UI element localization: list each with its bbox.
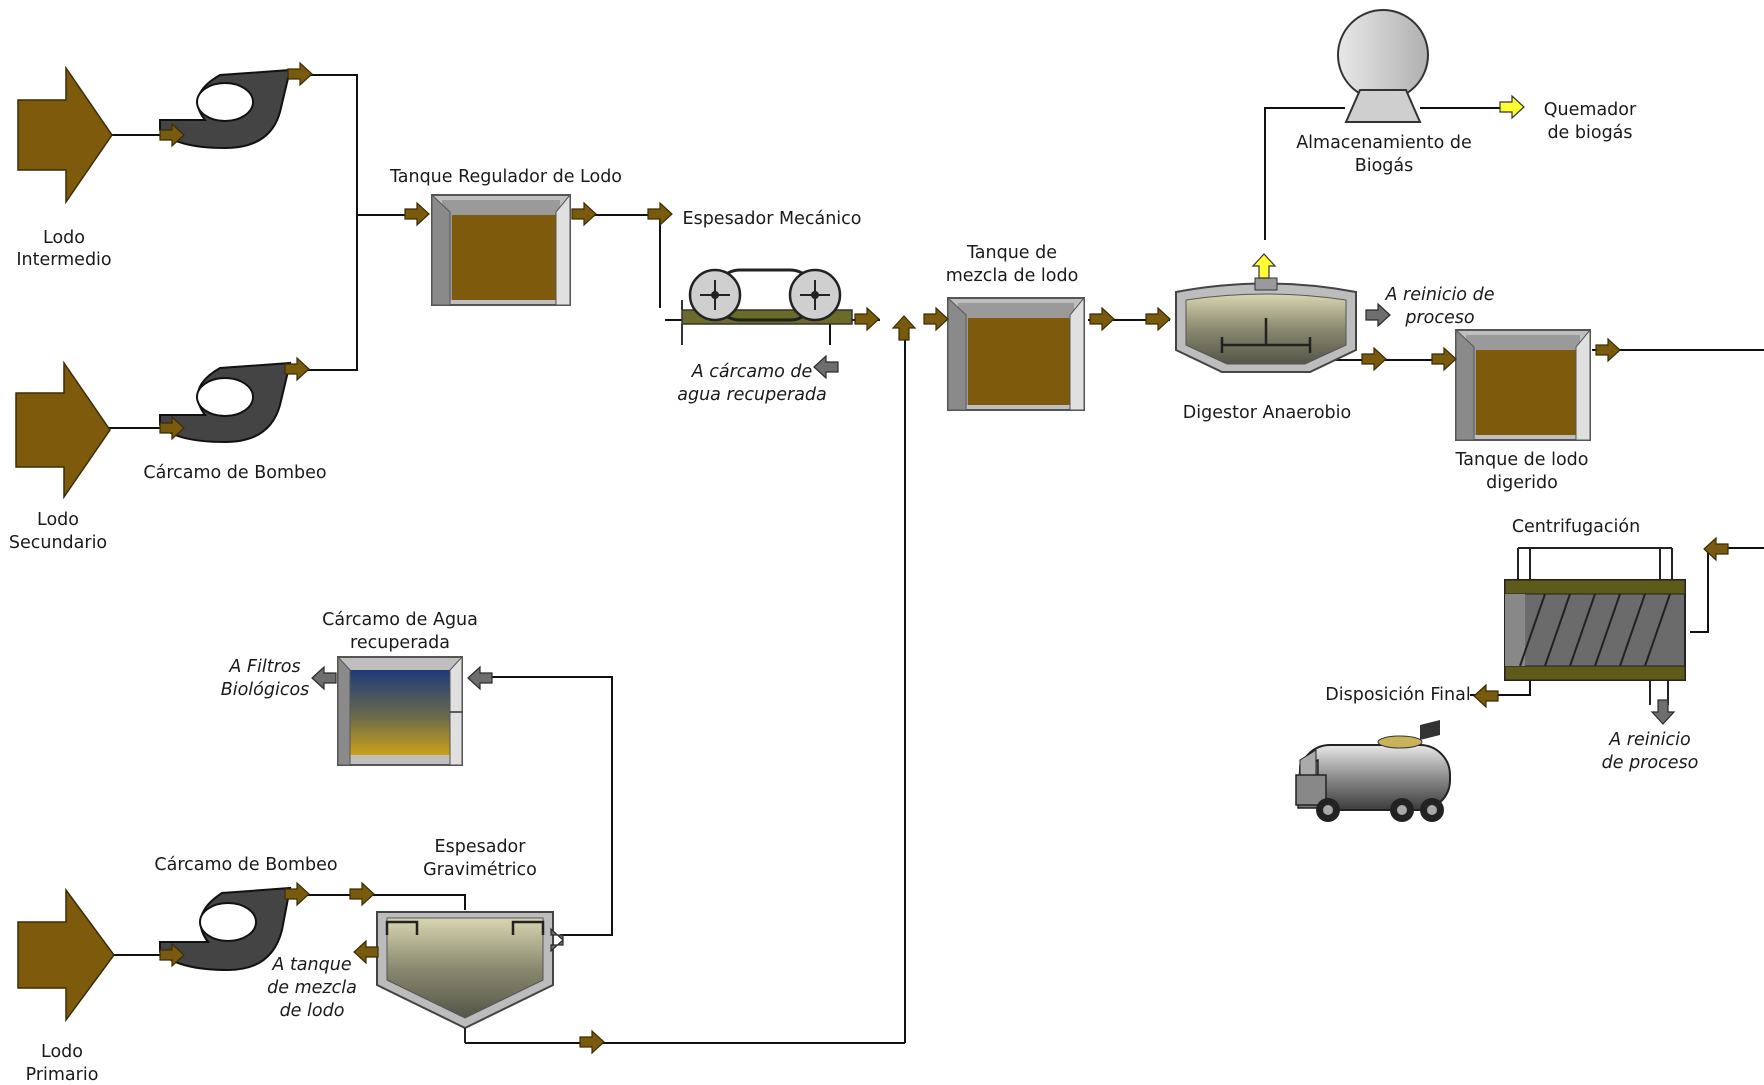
biogas-arrows bbox=[1251, 94, 1525, 279]
espesador-gravimetrico bbox=[376, 911, 554, 1043]
label-espesador-grav-2: Gravimétrico bbox=[423, 860, 537, 880]
label-a-reinicio-top-1: A reinicio de bbox=[1385, 285, 1495, 305]
label-almacenamiento-1: Almacenamiento de bbox=[1296, 133, 1472, 153]
label-almacenamiento-2: Biogás bbox=[1355, 156, 1414, 176]
digestor-anaerobio bbox=[1175, 277, 1357, 373]
label-espesador-mecanico: Espesador Mecánico bbox=[683, 209, 862, 229]
label-lodo-intermedio-2: Intermedio bbox=[16, 250, 111, 270]
almacenamiento-de-biogas bbox=[1337, 9, 1429, 123]
flow-arrows bbox=[159, 61, 1729, 1055]
label-tanque-mezcla-1: Tanque de bbox=[966, 243, 1057, 263]
label-quemador-2: de biogás bbox=[1547, 123, 1632, 143]
label-a-tanque-mezcla-3: de lodo bbox=[280, 1001, 345, 1021]
pump-secundario bbox=[159, 361, 292, 444]
label-a-filtros-1: A Filtros bbox=[228, 657, 300, 677]
label-disposicion-final: Disposición Final bbox=[1325, 685, 1470, 705]
label-centrifugacion: Centrifugación bbox=[1512, 517, 1640, 537]
label-tanque-regulador: Tanque Regulador de Lodo bbox=[389, 167, 622, 187]
label-quemador-1: Quemador bbox=[1544, 100, 1637, 120]
label-lodo-primario-1: Lodo bbox=[41, 1042, 83, 1062]
camion-cisterna bbox=[1295, 720, 1451, 822]
label-a-tanque-mezcla-1: A tanque bbox=[271, 955, 351, 975]
centrifugacion bbox=[1504, 547, 1686, 705]
label-carcamo-agua-2: recuperada bbox=[350, 633, 450, 653]
label-carcamo-bombeo-bottom: Cárcamo de Bombeo bbox=[154, 855, 337, 875]
pump-intermedio bbox=[159, 68, 292, 150]
label-carcamo-bombeo-top: Cárcamo de Bombeo bbox=[143, 463, 326, 483]
label-espesador-grav-1: Espesador bbox=[435, 837, 527, 857]
labels: Lodo Intermedio Lodo Secundario Lodo Pri… bbox=[9, 100, 1698, 1085]
label-a-filtros-2: Biológicos bbox=[221, 680, 310, 700]
label-a-reinicio-bottom-2: de proceso bbox=[1602, 753, 1699, 773]
label-lodo-primario-2: Primario bbox=[26, 1065, 99, 1085]
label-tanque-digerido-1: Tanque de lodo bbox=[1455, 450, 1589, 470]
label-tanque-digerido-2: digerido bbox=[1486, 473, 1558, 493]
grey-arrows bbox=[311, 302, 1676, 953]
label-a-carcamo-agua-1: A cárcamo de bbox=[691, 362, 813, 382]
tanque-regulador-de-lodo bbox=[431, 193, 571, 306]
label-a-carcamo-agua-2: agua recuperada bbox=[677, 385, 827, 405]
tanque-de-mezcla-de-lodo bbox=[947, 296, 1085, 411]
source-lodo-primario bbox=[17, 887, 115, 1023]
label-a-reinicio-top-2: proceso bbox=[1404, 308, 1474, 328]
tanque-de-lodo-digerido bbox=[1455, 328, 1591, 441]
label-digestor: Digestor Anaerobio bbox=[1183, 403, 1351, 423]
label-lodo-secundario-2: Secundario bbox=[9, 533, 107, 553]
label-lodo-secundario-1: Lodo bbox=[37, 510, 79, 530]
label-lodo-intermedio-1: Lodo bbox=[43, 228, 85, 248]
espesador-mecanico bbox=[681, 268, 853, 345]
carcamo-de-agua-recuperada bbox=[337, 655, 463, 766]
label-tanque-mezcla-2: mezcla de lodo bbox=[946, 266, 1079, 286]
source-lodo-secundario bbox=[15, 360, 111, 500]
label-a-reinicio-bottom-1: A reinicio bbox=[1608, 730, 1691, 750]
label-carcamo-agua-1: Cárcamo de Agua bbox=[322, 610, 478, 630]
pump-primario bbox=[159, 886, 292, 972]
source-lodo-intermedio bbox=[17, 65, 113, 205]
label-a-tanque-mezcla-2: de mezcla bbox=[267, 978, 357, 998]
